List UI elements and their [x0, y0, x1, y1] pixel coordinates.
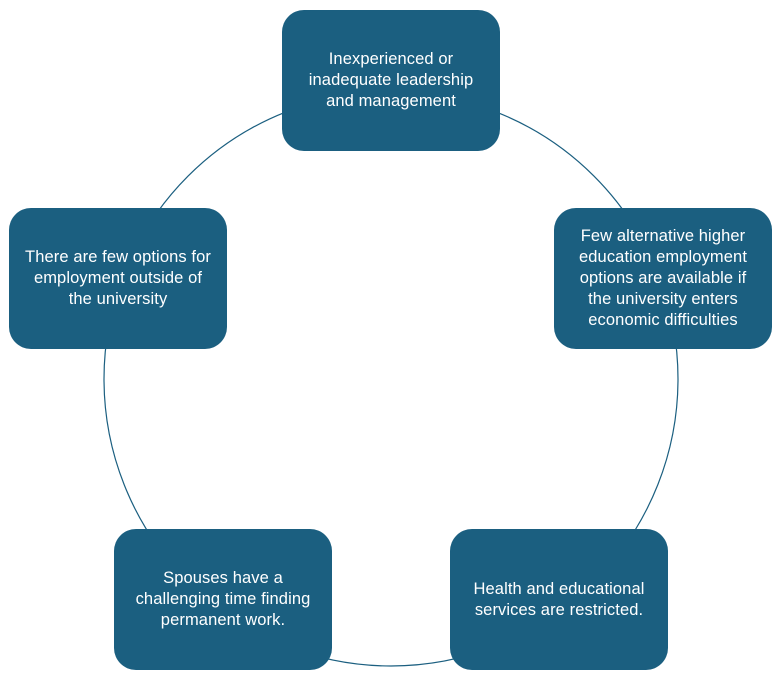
cycle-node-higher-education-options-text: Few alternative higher education employm… [578, 227, 747, 329]
cycle-node-outside-employment: There are few options for employment out… [9, 208, 227, 349]
cycle-node-health-education-services: Health and educational services are rest… [450, 529, 668, 670]
cycle-node-health-education-services-text: Health and educational services are rest… [473, 579, 645, 619]
cycle-node-higher-education-options: Few alternative higher education employm… [554, 208, 772, 349]
cycle-node-spouse-employment-text: Spouses have a challenging time finding … [135, 569, 311, 629]
cycle-node-spouse-employment: Spouses have a challenging time finding … [114, 529, 332, 670]
cycle-node-leadership-text: Inexperienced or inadequate leadership a… [308, 50, 474, 110]
cycle-node-leadership: Inexperienced or inadequate leadership a… [282, 10, 500, 151]
cycle-node-outside-employment-text: There are few options for employment out… [25, 248, 211, 308]
